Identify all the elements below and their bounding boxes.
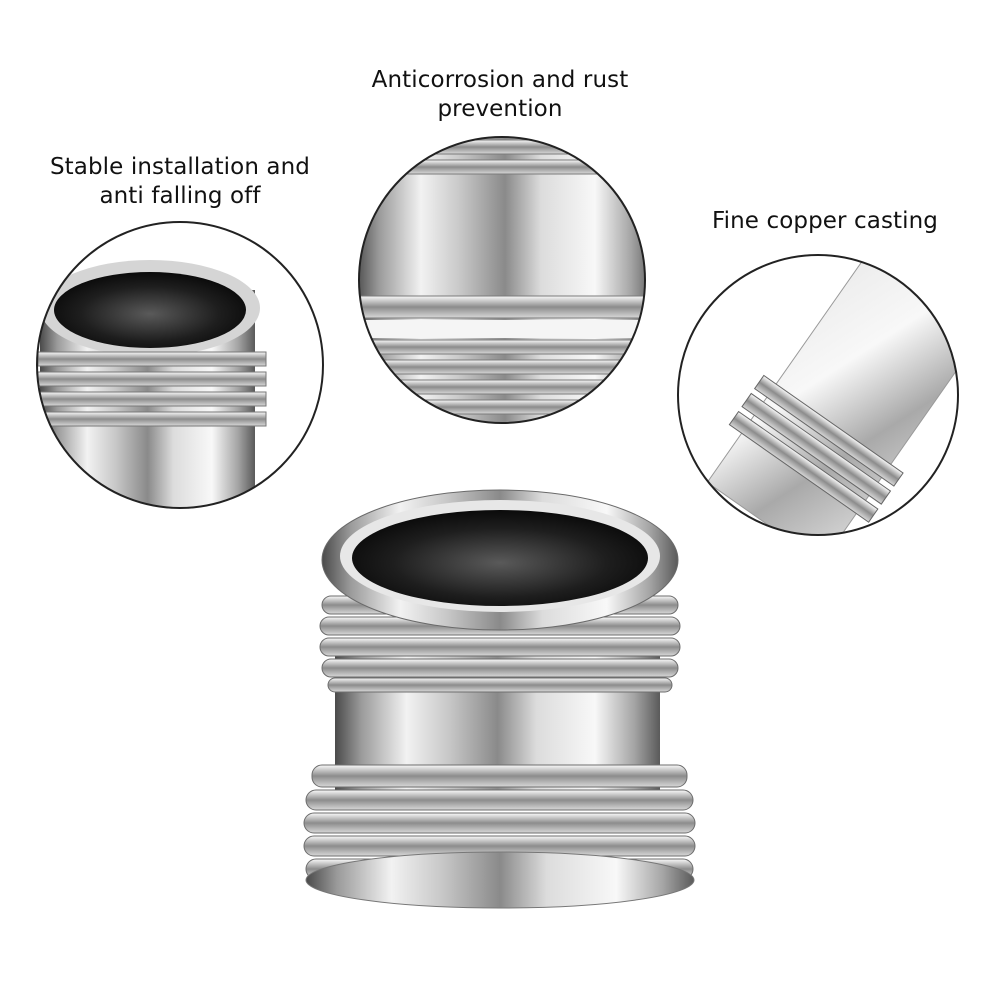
caption-line: anti falling off <box>99 183 261 209</box>
detail-circle-smooth-body <box>358 136 646 424</box>
caption-line: Fine copper casting <box>711 208 939 234</box>
caption-line: Stable installation and <box>49 154 311 180</box>
feature-caption-copper-casting: Fine copper casting <box>690 207 960 236</box>
detail-circle-rim-threads <box>36 221 324 509</box>
caption-line: Anticorrosion and rust <box>371 67 629 93</box>
brass-fitting-main <box>303 489 696 909</box>
detail-circle-copper-casting <box>677 254 959 536</box>
feature-caption-anticorrosion: Anticorrosion and rust prevention <box>350 66 650 124</box>
caption-line: prevention <box>437 96 563 122</box>
feature-caption-stable-installation: Stable installation and anti falling off <box>40 153 320 211</box>
